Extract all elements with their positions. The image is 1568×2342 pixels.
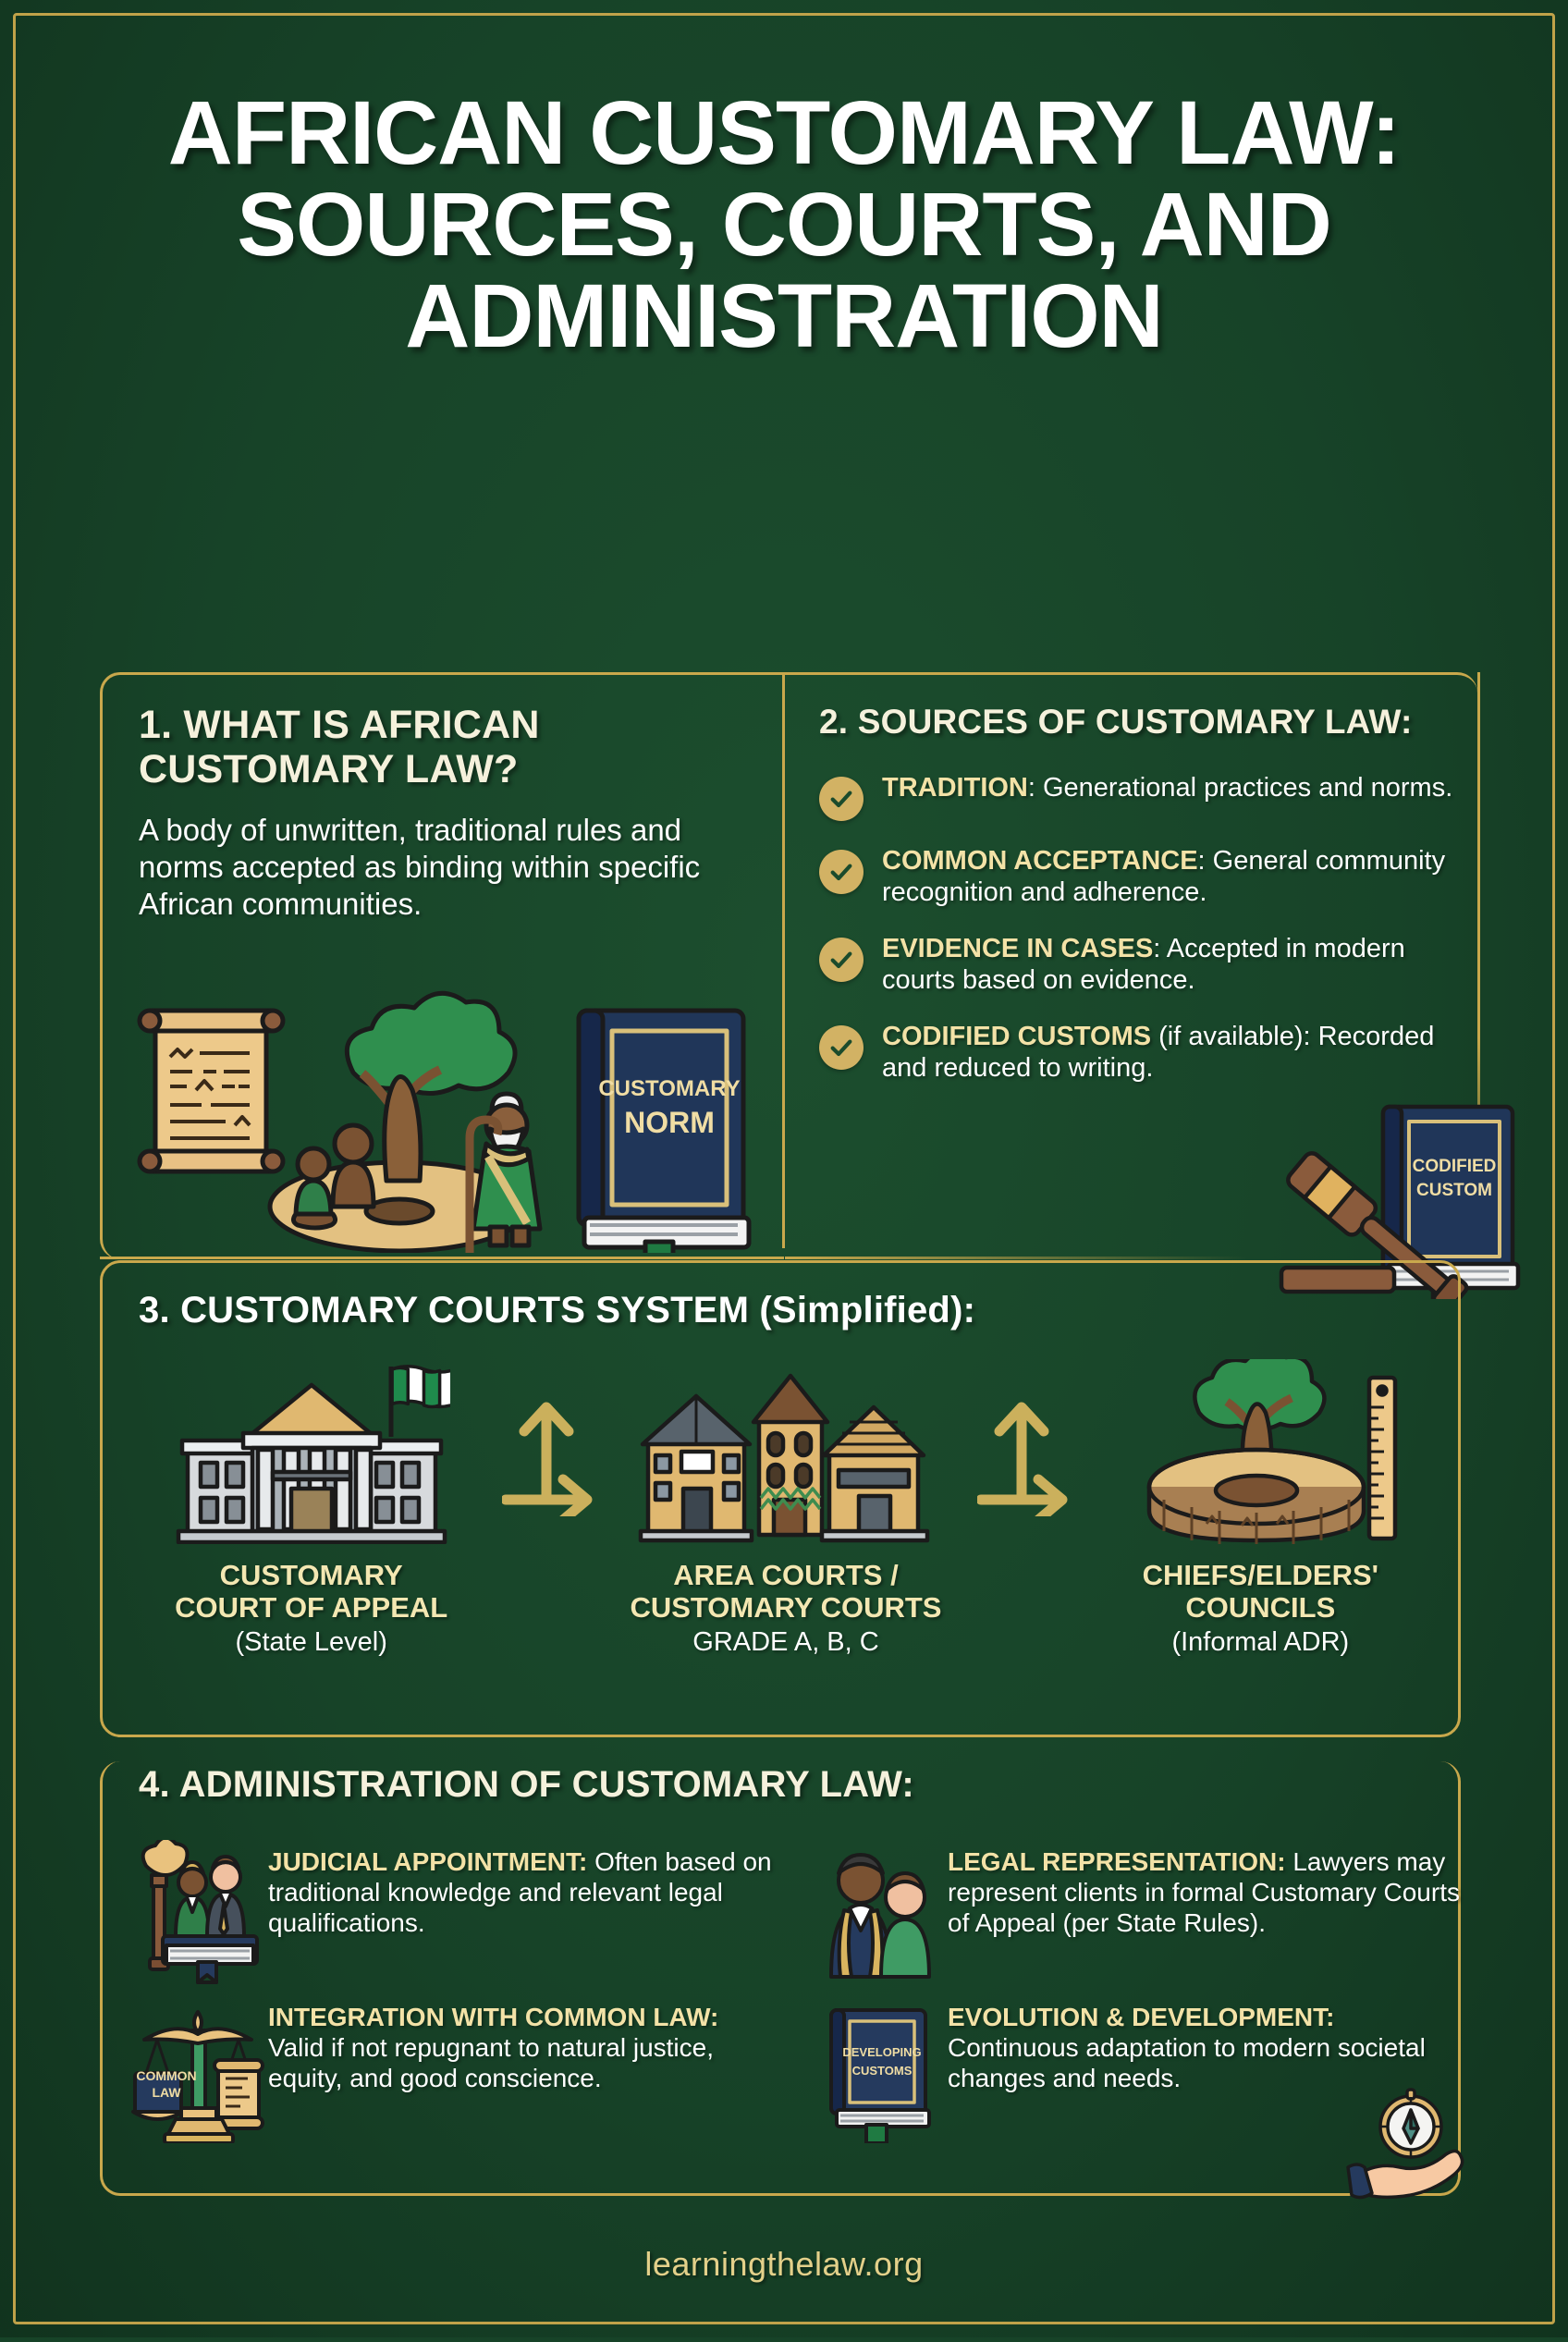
admin-text: JUDICIAL APPOINTMENT: Often based on tra… [268, 1840, 781, 1938]
judicial-appointment-art [129, 1840, 268, 1988]
tree-council-icon [1147, 1359, 1398, 1544]
court-sublabel: (Informal ADR) [1171, 1627, 1350, 1658]
up-right-arrow-icon [976, 1402, 1068, 1516]
list-item: COMMON ACCEPTANCE: General community rec… [819, 846, 1457, 909]
check-circle-icon [819, 777, 864, 821]
source-term: TRADITION [882, 773, 1028, 803]
list-item: TRADITION: Generational practices and no… [819, 773, 1457, 821]
court-column-chiefs: CHIEFS/ELDERS' COUNCILS (Informal ADR) [1079, 1359, 1442, 1658]
court-label: CUSTOMARY COURT OF APPEAL [175, 1559, 448, 1625]
source-term: COMMON ACCEPTANCE [882, 846, 1198, 876]
scale-book-label-1: COMMON [136, 2068, 196, 2083]
arrow-1 [493, 1359, 604, 1544]
check-circle-icon [819, 937, 864, 982]
section-1-body: A body of unwritten, traditional rules a… [139, 813, 701, 921]
source-term: EVIDENCE IN CASES [882, 933, 1154, 963]
area-courts-buildings-icon [638, 1373, 930, 1543]
list-item: CODIFIED CUSTOMS (if available): Recorde… [819, 1022, 1457, 1085]
admin-desc: Continuous adaptation to modern societal… [948, 2032, 1426, 2092]
compass-in-hand-icon [1346, 2088, 1464, 2200]
admin-item-judicial-appointment: JUDICIAL APPOINTMENT: Often based on tra… [129, 1840, 781, 1988]
admin-term: LEGAL REPRESENTATION: [948, 1847, 1286, 1876]
source-text: COMMON ACCEPTANCE: General community rec… [882, 846, 1457, 909]
developing-customs-book-icon: DEVELOPING CUSTOMS [829, 2008, 931, 2143]
dev-book-label-1: DEVELOPING [842, 2045, 921, 2059]
check-circle-icon [819, 1024, 864, 1070]
scroll-icon [137, 1008, 286, 1174]
court-column-area: AREA COURTS / CUSTOMARY COURTS GRADE A, … [604, 1359, 967, 1658]
list-item: EVIDENCE IN CASES: Accepted in modern co… [819, 934, 1457, 997]
section-4-heading: 4. ADMINISTRATION OF CUSTOMARY LAW: [139, 1764, 914, 1805]
elder-figure-icon [465, 1091, 543, 1253]
scale-book-label-2: LAW [152, 2085, 181, 2100]
admin-term: INTEGRATION WITH COMMON LAW: [268, 2003, 719, 2031]
legal-representation-art [809, 1840, 948, 1988]
court-label: AREA COURTS / CUSTOMARY COURTS [630, 1559, 942, 1625]
card-bottom-rule-left [100, 1257, 784, 1259]
source-text: TRADITION: Generational practices and no… [882, 773, 1457, 804]
admin-text: INTEGRATION WITH COMMON LAW: Valid if no… [268, 1995, 781, 2093]
check-circle-icon [819, 850, 864, 894]
source-text: CODIFIED CUSTOMS (if available): Recorde… [882, 1022, 1457, 1085]
village-tree-gathering-icon [267, 990, 543, 1253]
court-label: CHIEFS/ELDERS' COUNCILS [1142, 1559, 1379, 1625]
up-right-arrow-icon [502, 1402, 593, 1516]
admin-item-legal-representation: LEGAL REPRESENTATION: Lawyers may repres… [809, 1840, 1461, 1988]
norm-book-label-2: NORM [624, 1106, 715, 1139]
source-text: EVIDENCE IN CASES: Accepted in modern co… [882, 934, 1457, 997]
footer-url: learningthelaw.org [644, 2245, 924, 2283]
evolution-development-art: DEVELOPING CUSTOMS [809, 1995, 948, 2143]
common-law-book-label: COMMON LAW [136, 2068, 196, 2100]
section-1-illustration: CUSTOMARY NORM [137, 990, 752, 1253]
lawyer-client-icon [829, 1853, 931, 1979]
section-2: 2. SOURCES OF CUSTOMARY LAW: TRADITION: … [819, 703, 1457, 1110]
court-sublabel: (State Level) [235, 1627, 387, 1658]
area-courts-art [633, 1359, 938, 1544]
admin-term: JUDICIAL APPOINTMENT: [268, 1847, 588, 1876]
court-sublabel: GRADE A, B, C [692, 1627, 879, 1658]
court-of-appeal-art [173, 1359, 450, 1544]
section-3: 3. CUSTOMARY COURTS SYSTEM (Simplified): [139, 1290, 1433, 1331]
administration-grid: JUDICIAL APPOINTMENT: Often based on tra… [129, 1840, 1461, 2143]
mace-judges-book-icon [141, 1840, 259, 1984]
court-column-appeal: CUSTOMARY COURT OF APPEAL (State Level) [129, 1359, 493, 1658]
section-1-heading: 1. WHAT IS AFRICAN CUSTOMARY LAW? [139, 703, 540, 792]
norm-book-label-1: CUSTOMARY [598, 1076, 740, 1101]
codified-book-label-1: CODIFIED [1413, 1157, 1497, 1176]
page-title-wrapper: AFRICAN CUSTOMARY LAW: SOURCES, COURTS, … [0, 82, 1568, 366]
admin-text: EVOLUTION & DEVELOPMENT: Continuous adap… [948, 1995, 1461, 2093]
card-bottom-rule-right [785, 1257, 1247, 1259]
sources-list: TRADITION: Generational practices and no… [819, 773, 1457, 1085]
arrow-2 [968, 1359, 1079, 1544]
chiefs-councils-art [1121, 1359, 1399, 1544]
admin-term: EVOLUTION & DEVELOPMENT: [948, 2003, 1335, 2031]
section-3-heading: 3. CUSTOMARY COURTS SYSTEM (Simplified): [139, 1290, 976, 1330]
admin-desc: Valid if not repugnant to natural justic… [268, 2032, 715, 2092]
codified-book-label-2: CUSTOM [1416, 1181, 1492, 1200]
dev-book-label-2: CUSTOMS [852, 2064, 913, 2078]
admin-text: LEGAL REPRESENTATION: Lawyers may repres… [948, 1840, 1461, 1938]
section-1: 1. WHAT IS AFRICAN CUSTOMARY LAW? A body… [139, 703, 758, 922]
vertical-divider [782, 675, 785, 1248]
section-2-heading: 2. SOURCES OF CUSTOMARY LAW: [819, 703, 1413, 741]
courts-hierarchy-row: CUSTOMARY COURT OF APPEAL (State Level) [129, 1359, 1442, 1729]
source-term: CODIFIED CUSTOMS [882, 1021, 1152, 1051]
source-desc: : Generational practices and norms. [1027, 773, 1453, 803]
courthouse-icon [176, 1365, 450, 1544]
page-title: AFRICAN CUSTOMARY LAW: SOURCES, COURTS, … [167, 82, 1401, 366]
